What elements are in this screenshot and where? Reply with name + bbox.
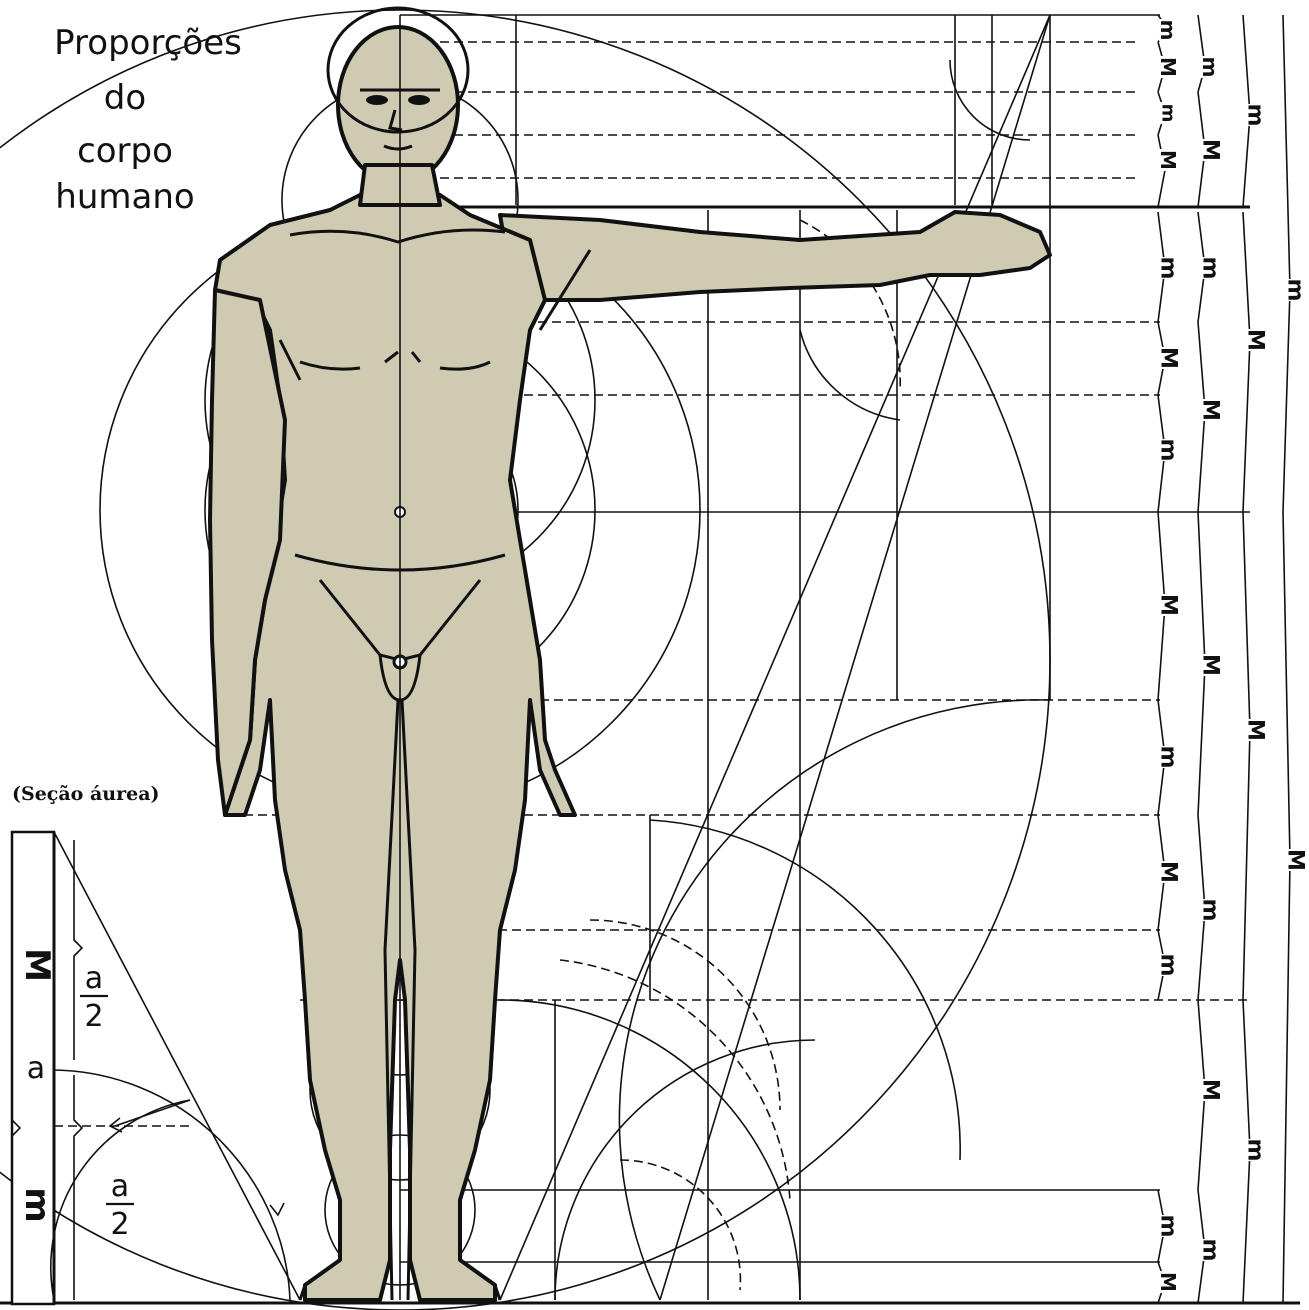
scale-label-minor: m bbox=[1156, 257, 1181, 280]
scale-label-major: M bbox=[1198, 1079, 1223, 1101]
right-arm bbox=[500, 212, 1050, 330]
scale-label-major: M bbox=[1156, 861, 1181, 883]
svg-text:2: 2 bbox=[84, 999, 103, 1034]
scale-label-minor: m bbox=[1243, 1139, 1268, 1162]
scale-label-minor: m bbox=[1198, 1239, 1223, 1262]
svg-text:2: 2 bbox=[110, 1207, 129, 1242]
scale-label-minor: m bbox=[1243, 104, 1268, 127]
scale-label-major: M bbox=[1243, 719, 1268, 741]
title-line-2: do bbox=[104, 78, 146, 118]
scale-label-major: M bbox=[1156, 594, 1181, 616]
scale-label-minor: m bbox=[1156, 20, 1180, 41]
head bbox=[338, 27, 458, 183]
title: Proporções do corpo humano bbox=[54, 23, 242, 217]
title-line-1: Proporções bbox=[54, 23, 242, 63]
scale-label-major: M bbox=[1156, 347, 1181, 369]
scale-label-major: M bbox=[1156, 1272, 1180, 1292]
title-line-3: corpo bbox=[77, 131, 173, 171]
scale-label-minor: m bbox=[1156, 954, 1181, 977]
scale-label-minor: m bbox=[1156, 439, 1181, 462]
inset-label-m: m bbox=[17, 1187, 57, 1222]
scale-label-major: M bbox=[1156, 57, 1180, 77]
inset-label-a: a bbox=[27, 1051, 45, 1086]
scale-label-minor: m bbox=[1198, 899, 1223, 922]
scale-label-minor: m bbox=[1198, 57, 1222, 78]
grid-horizontals bbox=[0, 15, 1300, 1303]
subtitle: (Seção áurea) bbox=[12, 783, 160, 805]
scale-label-minor: m bbox=[1156, 746, 1181, 769]
scale-label-minor: m bbox=[1198, 257, 1223, 280]
scale-label-major: M bbox=[1243, 329, 1268, 351]
title-line-4: humano bbox=[55, 177, 194, 217]
scale-label-minor: m bbox=[1158, 104, 1179, 123]
scale-label-minor: m bbox=[1283, 279, 1308, 302]
golden-section-inset: M m a a 2 a 2 bbox=[12, 832, 300, 1304]
scale-label-major: M bbox=[1198, 399, 1223, 421]
svg-text:a: a bbox=[111, 1169, 129, 1204]
scale-label-major: M bbox=[1198, 139, 1223, 161]
scale-label-minor: m bbox=[1156, 1215, 1181, 1238]
scale-label-major: M bbox=[1156, 150, 1180, 170]
fraction-a-over-2-top: a 2 bbox=[80, 961, 108, 1034]
human-figure bbox=[210, 8, 1050, 1300]
inset-label-M: M bbox=[17, 948, 57, 982]
scale-label-major: M bbox=[1283, 849, 1308, 871]
scale-label-major: M bbox=[1198, 654, 1223, 676]
svg-text:a: a bbox=[85, 961, 103, 996]
fraction-a-over-2-bottom: a 2 bbox=[106, 1169, 134, 1242]
